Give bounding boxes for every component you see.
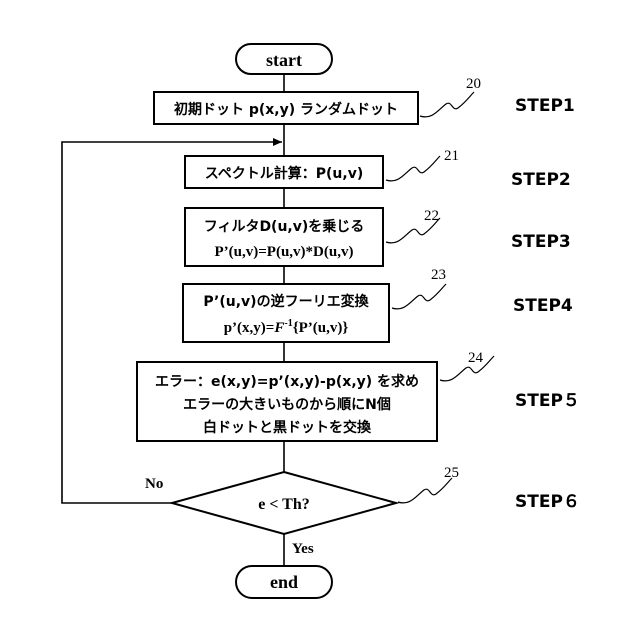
- step2-text: スペクトル計算：P(u,v): [205, 165, 364, 182]
- leader-25: [398, 478, 452, 503]
- leader-24: [440, 356, 494, 381]
- leader-21: [386, 156, 440, 181]
- ref-number-23: 23: [431, 267, 446, 283]
- step1-box: 初期ドット p(x,y) ランダムドット: [154, 92, 418, 124]
- step2-label: STEP2: [511, 170, 571, 190]
- ref-number-20: 20: [466, 76, 481, 92]
- branch-no-label: No: [145, 476, 163, 492]
- step6-decision: e < Th?: [172, 472, 396, 534]
- step3-text-line1: フィルタD(u,v)を乗じる: [204, 218, 365, 235]
- step5-text-line3: 白ドットと黒ドットを交換: [203, 419, 372, 436]
- leader-23: [392, 284, 446, 309]
- step5-text-line1: エラー：e(x,y)=p’(x,y)-p(x,y) を求め: [155, 373, 419, 390]
- step5-box: エラー：e(x,y)=p’(x,y)-p(x,y) を求め エラーの大きいものか…: [137, 362, 437, 441]
- ref-number-24: 24: [468, 350, 484, 366]
- step6-label: STEP６: [515, 492, 580, 512]
- ref-number-25: 25: [444, 465, 459, 481]
- ref-number-21: 21: [444, 148, 459, 164]
- leader-20: [420, 92, 474, 117]
- step4-formula-rhs: {P’(u,v)}: [293, 320, 349, 336]
- step5-text-line2: エラーの大きいものから順にN個: [183, 396, 391, 413]
- step5-label: STEP５: [515, 391, 580, 411]
- step4-formula-lhs: p’(x,y)=: [224, 320, 275, 336]
- step4-formula-F: F: [273, 320, 284, 336]
- end-label: end: [270, 572, 298, 592]
- start-terminator: start: [236, 44, 332, 74]
- step1-label: STEP1: [515, 96, 575, 116]
- branch-yes-label: Yes: [292, 541, 314, 557]
- step3-label: STEP3: [511, 232, 571, 252]
- start-label: start: [266, 50, 302, 70]
- step4-label: STEP4: [513, 296, 573, 316]
- step3-text-line2: P’(u,v)=P(u,v)*D(u,v): [215, 244, 354, 260]
- end-terminator: end: [236, 566, 332, 598]
- step6-text: e < Th?: [258, 496, 310, 513]
- step1-text: 初期ドット p(x,y) ランダムドット: [174, 101, 398, 118]
- step4-text-line1: P’(u,v)の逆フーリエ変換: [203, 293, 369, 310]
- step3-box: フィルタD(u,v)を乗じる P’(u,v)=P(u,v)*D(u,v): [185, 208, 383, 266]
- ref-number-22: 22: [424, 208, 439, 224]
- step4-formula-exponent: -1: [284, 318, 292, 329]
- step4-box: P’(u,v)の逆フーリエ変換 p’(x,y)=F-1{P’(u,v)}: [183, 284, 389, 342]
- step2-box: スペクトル計算：P(u,v): [185, 156, 383, 188]
